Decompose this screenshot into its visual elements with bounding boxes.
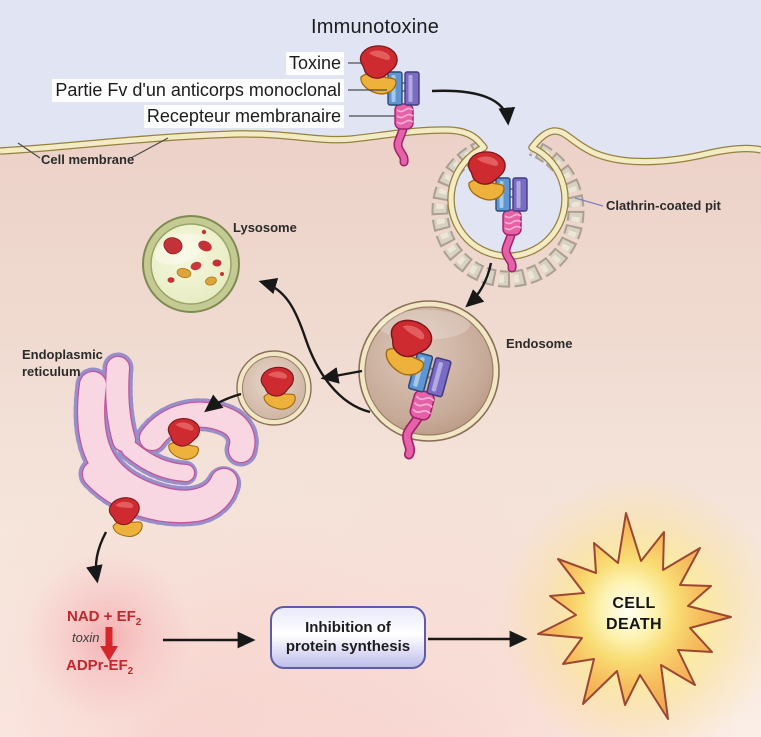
product-subscript: 2 [127, 666, 134, 677]
inhibition-box: Inhibition of protein synthesis [270, 606, 426, 669]
pointer-lines [17, 62, 604, 207]
cell-death-line2: DEATH [606, 615, 662, 633]
arrow-pit-to-endosome [465, 262, 493, 308]
product-text: ADPr-EF [66, 657, 128, 674]
arrow-toxin-to-reaction [86, 531, 108, 584]
arrow-endosome-to-vesicle [320, 367, 363, 384]
substrate-subscript: 2 [135, 617, 142, 628]
label-clathrin-pit: Clathrin-coated pit [606, 198, 721, 213]
label-fv-part: Partie Fv d'un anticorps monoclonal [52, 79, 344, 102]
label-endoplasmic-reticulum: Endoplasmic reticulum [22, 347, 103, 379]
label-toxin: Toxine [285, 52, 344, 75]
cell-death-line1: CELL [612, 595, 656, 612]
arrow-vesicle-to-er [204, 392, 242, 413]
inhibition-line1: Inhibition of [305, 618, 391, 636]
pathway-arrows [86, 89, 528, 649]
label-endosome: Endosome [506, 336, 573, 351]
toxin-in-er [167, 418, 201, 460]
arrow-to-pit [431, 89, 516, 126]
cell-death-label: CELL DEATH [584, 594, 684, 636]
reaction-substrate: NAD + EF2 [67, 608, 141, 628]
diagram-title: Immunotoxine [311, 16, 440, 38]
label-cell-membrane: Cell membrane [41, 152, 135, 167]
cell-death-burst [537, 512, 732, 720]
endoplasmic-reticulum [73, 352, 259, 527]
degraded-toxin-fragments [163, 229, 224, 286]
transport-vesicle [236, 350, 312, 426]
arrow-endosome-to-lysosome [258, 277, 371, 414]
endosome [359, 300, 500, 459]
substrate-text: NAD + EF [67, 608, 136, 625]
inhibition-box-text: Inhibition of protein synthesis [286, 619, 410, 657]
label-lysosome: Lysosome [233, 220, 297, 235]
label-receptor: Recepteur membranaire [143, 105, 344, 128]
inhibition-line2: protein synthesis [285, 637, 411, 655]
lysosome [142, 215, 240, 313]
cell-membrane-line [0, 126, 761, 260]
clathrin-coat [431, 139, 585, 288]
reaction-enzyme: toxin [72, 630, 100, 645]
reaction-arrow [100, 627, 118, 661]
reaction-product: ADPr-EF2 [66, 657, 133, 677]
